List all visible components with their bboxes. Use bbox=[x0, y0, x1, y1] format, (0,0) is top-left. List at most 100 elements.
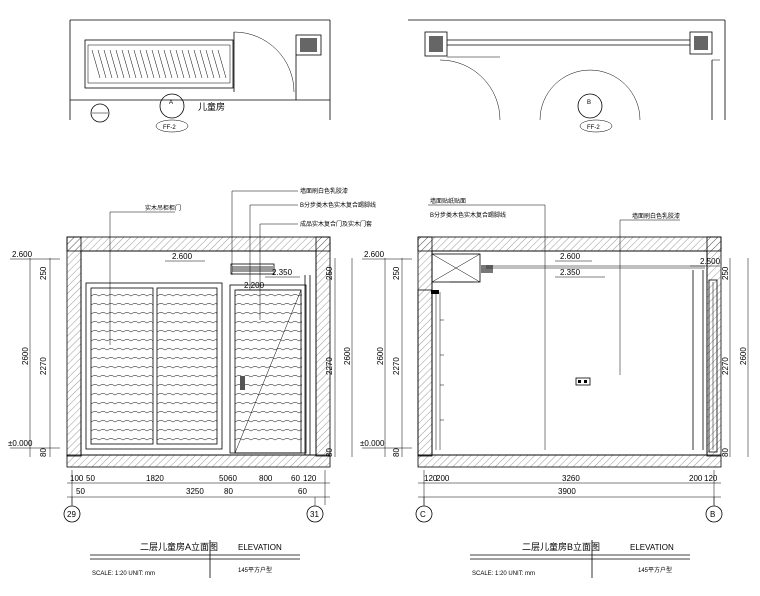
elev-b-bdim-4: 120 bbox=[704, 474, 718, 483]
wave-line bbox=[156, 384, 218, 387]
wave-line bbox=[156, 348, 218, 351]
elevation-a: 墙面刷白色乳胶漆 B分步类木色实木复合踢脚线 实木吊柜柜门 成品实木复合门及实木… bbox=[8, 187, 376, 578]
elev-a-bdim2-2: 80 bbox=[224, 487, 233, 496]
plan-a-marker-letter: A bbox=[169, 100, 173, 106]
elev-a-ldim-0: 250 bbox=[39, 266, 48, 280]
wave-line bbox=[156, 411, 218, 414]
wave-line bbox=[156, 339, 218, 342]
wave-line bbox=[234, 357, 302, 360]
elev-a-axis-right: 31 bbox=[310, 510, 319, 519]
elev-a-project: 145平方户型 bbox=[238, 566, 272, 574]
elev-a-rdim-0: 250 bbox=[325, 266, 334, 280]
elev-a-rdim-1: 2270 bbox=[325, 357, 334, 375]
elev-a-bdim-1: 50 bbox=[86, 474, 95, 483]
wave-line bbox=[90, 393, 154, 396]
wave-line bbox=[90, 429, 154, 432]
elev-a-level-floor: ±0.000 bbox=[8, 439, 33, 448]
elev-a-note-3: 实木吊柜柜门 bbox=[145, 204, 181, 212]
wave-line bbox=[90, 384, 154, 387]
elev-a-level-lower: 2.350 bbox=[272, 268, 293, 277]
elev-a-level-top: 2.600 bbox=[12, 250, 33, 259]
elev-a-scale: SCALE: 1:20 UNIT: mm bbox=[92, 571, 155, 577]
plan-a-marker-sheet: FF-2 bbox=[163, 125, 176, 131]
wave-line bbox=[156, 429, 218, 432]
elev-b-bdim-0: 120 bbox=[424, 474, 438, 483]
elev-a-level-ceiling: 2.600 bbox=[172, 252, 193, 261]
plan-b: B FF-2 bbox=[408, 19, 726, 133]
wave-line bbox=[156, 357, 218, 360]
wave-line bbox=[234, 393, 302, 396]
elev-a-bdim2-0: 50 bbox=[76, 487, 85, 496]
elev-b-axis-right: B bbox=[710, 510, 715, 519]
wave-line bbox=[156, 303, 218, 306]
wave-line bbox=[234, 321, 302, 324]
wave-line bbox=[156, 312, 218, 315]
elev-b-level-ceiling: 2.600 bbox=[560, 252, 581, 261]
wave-line bbox=[90, 312, 154, 315]
elev-a-rdim-3: 80 bbox=[325, 448, 334, 457]
wave-line bbox=[156, 330, 218, 333]
elev-b-level-right: 2.500 bbox=[700, 257, 721, 266]
elev-a-bdim2-1: 3250 bbox=[186, 487, 204, 496]
wave-line bbox=[90, 411, 154, 414]
plan-b-marker-letter: B bbox=[587, 100, 591, 106]
wave-line bbox=[90, 357, 154, 360]
wave-line bbox=[156, 393, 218, 396]
wave-line bbox=[234, 375, 302, 378]
elev-a-bdim-0: 100 bbox=[70, 474, 84, 483]
elev-a-note-2: B分步类木色实木复合踢脚线 bbox=[300, 201, 376, 209]
elev-a-ldim-2: 2270 bbox=[39, 357, 48, 375]
elev-b-note-3: 墙面刷白色乳胶漆 bbox=[632, 212, 680, 220]
wave-line bbox=[90, 366, 154, 369]
elev-b-rdim-1: 2270 bbox=[721, 357, 730, 375]
wave-line bbox=[234, 294, 302, 297]
elev-a-ldim-1: 2600 bbox=[21, 347, 30, 365]
elev-a-axis-left: 29 bbox=[67, 510, 76, 519]
wardrobe-hangers bbox=[91, 49, 227, 79]
elev-a-bdim-3: 50 bbox=[219, 474, 228, 483]
wave-line bbox=[234, 366, 302, 369]
elev-b-level-lower: 2.350 bbox=[560, 268, 581, 277]
wave-line bbox=[234, 303, 302, 306]
wardrobe-wave-pattern bbox=[90, 294, 302, 441]
wave-line bbox=[156, 321, 218, 324]
wave-line bbox=[234, 402, 302, 405]
wave-line bbox=[234, 420, 302, 423]
wave-line bbox=[156, 294, 218, 297]
elev-b-title-en: ELEVATION bbox=[630, 543, 674, 552]
wave-line bbox=[234, 384, 302, 387]
elev-b-title: 二层儿童房B立面图 bbox=[522, 541, 600, 552]
elev-a-bdim-6: 60 bbox=[291, 474, 300, 483]
elev-b-bdim2-0: 3900 bbox=[558, 487, 576, 496]
elev-b-bdim-2: 3260 bbox=[562, 474, 580, 483]
wave-line bbox=[90, 339, 154, 342]
elev-b-scale: SCALE: 1:20 UNIT: mm bbox=[472, 571, 535, 577]
wave-line bbox=[156, 375, 218, 378]
elev-a-title: 二层儿童房A立面图 bbox=[140, 541, 218, 552]
wave-line bbox=[90, 330, 154, 333]
elev-a-note-4: 成品实木复合门及实木门套 bbox=[300, 220, 372, 228]
elev-a-bdim-7: 120 bbox=[303, 474, 317, 483]
elev-b-rdim-2: 2600 bbox=[739, 347, 748, 365]
elev-a-bdim-4: 60 bbox=[228, 474, 237, 483]
wave-line bbox=[90, 321, 154, 324]
wave-line bbox=[156, 438, 218, 441]
elev-b-ldim-3: 80 bbox=[392, 448, 401, 457]
wave-line bbox=[234, 429, 302, 432]
elev-b-rdim-3: 80 bbox=[721, 448, 730, 457]
plan-b-marker-sheet: FF-2 bbox=[587, 125, 600, 131]
elev-a-level-door: 2.200 bbox=[244, 281, 265, 290]
wave-line bbox=[234, 330, 302, 333]
elev-a-bdim-5: 800 bbox=[259, 474, 273, 483]
wave-line bbox=[156, 366, 218, 369]
wave-line bbox=[90, 294, 154, 297]
elev-b-ldim-1: 2270 bbox=[392, 357, 401, 375]
elev-a-bdim-2: 1820 bbox=[146, 474, 164, 483]
elev-b-note-2: B分步类木色实木复合踢脚线 bbox=[430, 211, 506, 219]
wave-line bbox=[90, 402, 154, 405]
elev-b-note-1: 墙面贴纸贴面 bbox=[430, 197, 466, 205]
elev-a-bdim2-3: 60 bbox=[298, 487, 307, 496]
wave-line bbox=[156, 402, 218, 405]
